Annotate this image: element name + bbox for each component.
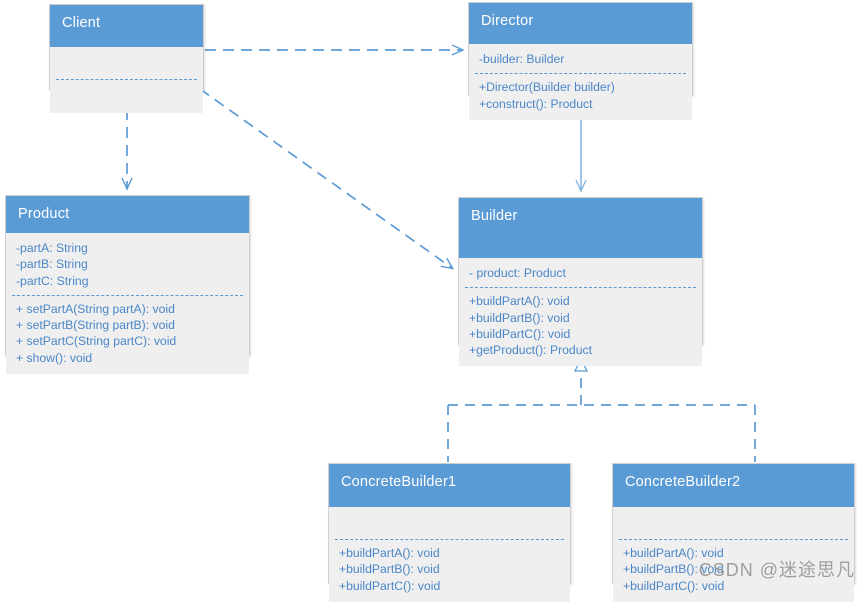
class-box-client[interactable]: Client: [49, 4, 204, 113]
edge-concrete-builders-to-builder: [447, 359, 756, 462]
operation-row: +buildPartA(): void: [339, 546, 440, 560]
operation-row: +buildPartB(): void: [339, 562, 440, 577]
watermark-label: CSDN @迷途思凡: [698, 560, 855, 580]
operation-row: + setPartB(String partB): void: [16, 318, 175, 333]
class-box-concrete-builder-2[interactable]: ConcreteBuilder2 +buildPartA(): void +buil…: [612, 463, 855, 602]
class-name-client: Client: [50, 5, 203, 47]
operation-row: +Director(Builder builder): [479, 80, 615, 95]
compartment-divider: [335, 539, 564, 540]
operation-row: +buildPartA(): void: [623, 546, 724, 560]
compartment-divider: [56, 79, 197, 80]
operation-row: +buildPartB(): void: [623, 562, 724, 577]
compartment-divider: [619, 539, 848, 540]
class-body-director: -builder: Builder +Director(Builder build…: [469, 44, 692, 120]
operation-row: +getProduct(): Product: [469, 343, 592, 358]
attribute-row: -partB: String: [16, 257, 88, 272]
operation-row: +buildPartB(): void: [469, 310, 570, 325]
class-box-builder[interactable]: Builder - product: Product +buildPartA(): …: [458, 197, 703, 367]
attributes-compartment-concrete-builder-2: [613, 507, 854, 539]
class-body-builder: - product: Product+buildPartA(): void+bu…: [459, 258, 702, 367]
operations-compartment-builder: +buildPartA(): void+buildPartB(): void+b…: [459, 288, 702, 366]
class-box-concrete-builder-1[interactable]: ConcreteBuilder1+buildPartA(): void+buil…: [328, 463, 571, 602]
class-box-director[interactable]: Director -builder: Builder +Director(Build…: [468, 2, 693, 120]
operations-compartment-concrete-builder-1: +buildPartA(): void +buildPartB(): void+b…: [329, 540, 570, 602]
attribute-row: -builder: Builder: [479, 52, 565, 66]
class-body-concrete-builder-2: +buildPartA(): void+buildPartB(): void+b…: [613, 507, 854, 602]
class-box-product[interactable]: Product -partA: String -partB: String-part…: [5, 195, 250, 375]
class-name-product: Product: [6, 196, 249, 233]
operation-row: + setPartA(String partA): void: [16, 301, 175, 316]
operations-compartment-client: [50, 80, 203, 113]
operation-row: +construct(): Product: [479, 96, 593, 111]
attribute-row: -partC: String: [16, 273, 89, 288]
compartment-divider: [12, 294, 243, 296]
operation-row: +buildPartA(): void: [469, 294, 570, 309]
attributes-compartment-concrete-builder-1: [329, 507, 570, 539]
uml-diagram-canvas: Client Director -builder: Builder +Director…: [5, 2, 855, 602]
operations-compartment-product: + setPartA(String partA): void + setPartB…: [6, 296, 249, 374]
class-body-concrete-builder-1: +buildPartA(): void +buildPartB(): void+b…: [329, 507, 570, 602]
class-name-concrete-builder-2: ConcreteBuilder2: [613, 464, 854, 507]
attributes-compartment-product: -partA: String -partB: String-partC: Stri…: [6, 233, 249, 295]
operation-row: +buildPartC(): void: [339, 578, 441, 593]
class-body-client: [50, 47, 203, 113]
class-name-director: Director: [469, 3, 692, 44]
compartment-divider: [475, 73, 686, 75]
class-name-concrete-builder-1: ConcreteBuilder1: [329, 464, 570, 507]
operation-row: + show(): void: [16, 350, 93, 365]
class-name-builder: Builder: [459, 198, 702, 258]
attributes-compartment-client: [50, 47, 203, 79]
attribute-row: - product: Product: [469, 266, 566, 280]
compartment-divider: [465, 287, 696, 289]
operation-row: +buildPartC(): void: [469, 326, 571, 341]
attributes-compartment-director: -builder: Builder: [469, 44, 692, 73]
operations-compartment-director: +Director(Builder builder)+construct(): …: [469, 74, 692, 120]
attributes-compartment-builder: - product: Product: [459, 258, 702, 287]
class-body-product: -partA: String -partB: String-partC: Stri…: [6, 233, 249, 375]
attribute-row: -partA: String: [16, 241, 88, 255]
operation-row: + setPartC(String partC): void: [16, 334, 177, 349]
